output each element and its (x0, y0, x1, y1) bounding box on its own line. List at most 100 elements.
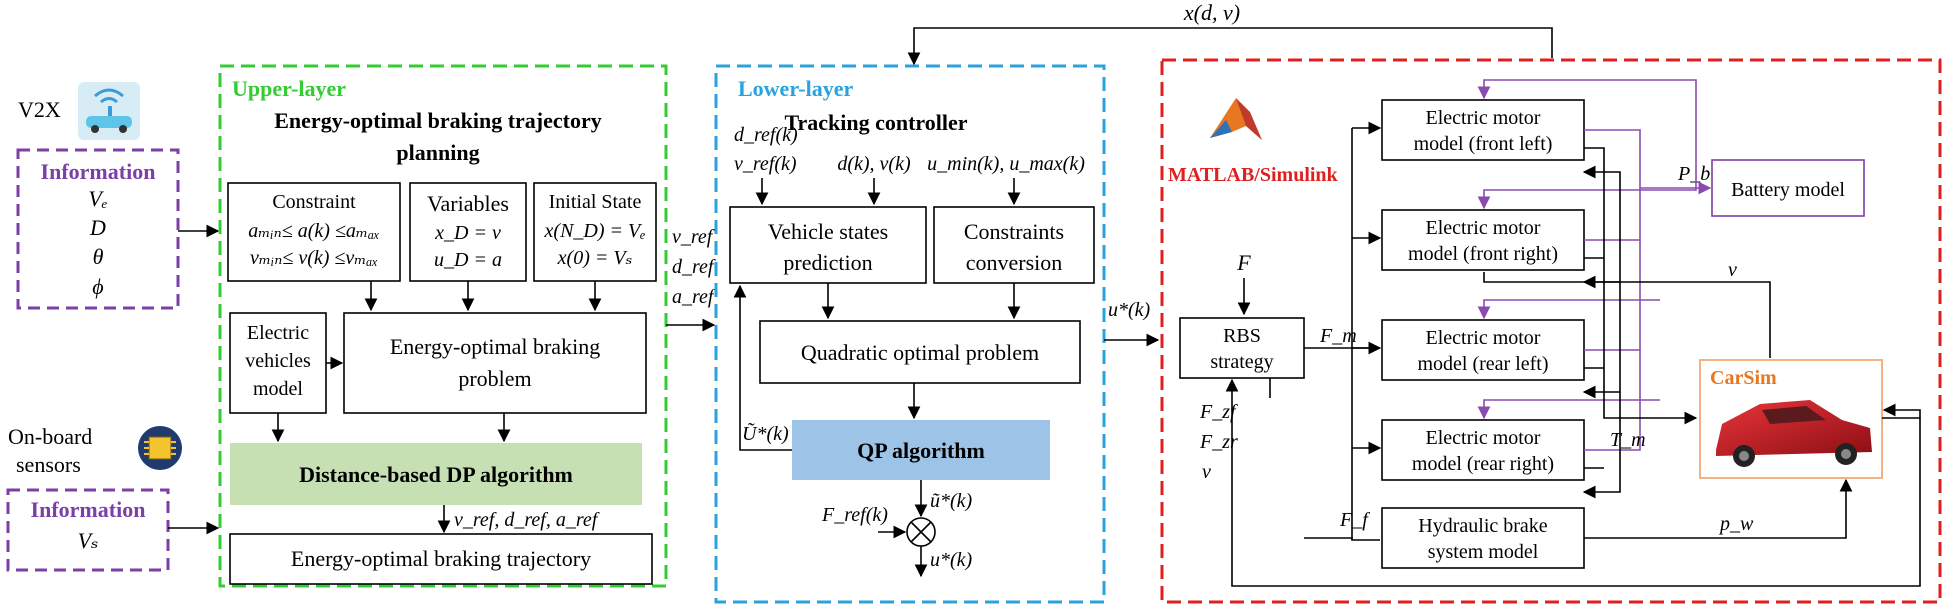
constraints-conversion-l2: conversion (966, 250, 1063, 275)
prediction-box (729, 206, 927, 284)
fzr-label: F_zr (1199, 431, 1238, 453)
battery-model-box (1711, 159, 1865, 217)
car-icon (1716, 400, 1872, 467)
v-output-label: v (1728, 259, 1737, 281)
arrow-qp-feedback-to-prediction (733, 284, 792, 451)
information-box-onboard (6, 488, 170, 572)
lower-in-dref: d_ref(k) (734, 124, 798, 146)
motor-rl-l2: model (rear left) (1417, 353, 1548, 375)
hydraulic-brake-box (1381, 507, 1585, 569)
line-rl-to-battery (1584, 240, 1641, 351)
between-vref: v_ref (672, 226, 715, 248)
line-battery-to-rr (1477, 399, 1660, 420)
line-fr-to-battery (1584, 188, 1641, 241)
info-vs: Vₛ (78, 528, 99, 553)
fzf-label: F_zf (1199, 401, 1238, 423)
initial-state-title: Initial State (549, 191, 642, 213)
plant-frame (1160, 58, 1942, 604)
info-phi: ϕ (92, 274, 103, 299)
hydraulic-l1: Hydraulic brake (1418, 515, 1548, 537)
v-input-label: v (1202, 461, 1211, 483)
upper-layer-frame (218, 64, 668, 588)
qp-algorithm-label: QP algorithm (857, 438, 985, 463)
lower-u-star: u*(k) (930, 549, 973, 571)
ff-label: F_f (1339, 509, 1370, 531)
fm-label: F_m (1319, 325, 1357, 347)
v2x-label: V2X (18, 97, 61, 122)
constraint-speed: vₘᵢₙ≤ v(k) ≤vₘₐₓ (250, 247, 378, 269)
constraint-accel: aₘᵢₙ≤ a(k) ≤aₘₐₓ (248, 220, 379, 242)
lower-in-dv: d(k), v(k) (837, 153, 911, 175)
initial-state-start: x(0) = Vₛ (557, 247, 633, 269)
initial-state-box (533, 182, 657, 282)
braking-problem-l2: problem (458, 366, 531, 391)
ev-model-l1: Electric (247, 322, 309, 344)
trajectory-label: Energy-optimal braking trajectory (291, 546, 591, 571)
dp-refs-label: v_ref, d_ref, a_ref (454, 509, 600, 531)
info-ve: Vₑ (88, 186, 107, 211)
pb-label: P_b (1677, 163, 1710, 185)
line-v-to-fl (1582, 165, 1621, 282)
upper-subtitle-2: planning (396, 140, 479, 165)
pw-label: p_w (1718, 513, 1754, 535)
braking-problem-l1: Energy-optimal braking (390, 334, 600, 359)
variables-title: Variables (427, 191, 509, 216)
ev-model-box (229, 312, 327, 414)
ev-model-l3: model (253, 378, 303, 400)
motor-fl-l2: model (front left) (1414, 133, 1553, 155)
prediction-l2: prediction (783, 250, 872, 275)
motor-rr-l2: model (rear right) (1412, 453, 1554, 475)
qp-algorithm-box (792, 420, 1050, 480)
lower-layer-title: Lower-layer (738, 76, 853, 101)
motor-rl-l1: Electric motor (1426, 327, 1541, 349)
carsim-label: CarSim (1710, 367, 1777, 389)
line-rbs-hydraulic (1269, 378, 1353, 540)
feedback-label: x(d, v) (1183, 0, 1240, 25)
info-theta: θ (93, 244, 104, 269)
line-carsim-feedback-to-rbs (1225, 378, 1921, 587)
constraint-title: Constraint (272, 191, 356, 213)
tm-label: T_m (1610, 429, 1646, 451)
summing-junction-icon (906, 517, 936, 547)
constraint-box (227, 182, 401, 282)
u-star-link-label: u*(k) (1108, 299, 1151, 321)
line-battery-to-fl (1477, 79, 1697, 188)
constraints-conversion-box (933, 206, 1095, 284)
motor-front-right-box (1381, 209, 1585, 271)
line-v-to-rr (1582, 392, 1621, 499)
line-battery-to-fr (1477, 188, 1697, 210)
chip-icon (138, 426, 182, 470)
line-fl-to-battery (1584, 129, 1712, 195)
trajectory-box (229, 533, 653, 585)
line-rr-to-battery (1584, 350, 1641, 451)
motor-fr-l1: Electric motor (1426, 217, 1541, 239)
lower-u-tilde: ũ*(k) (930, 490, 973, 512)
matlab-logo-icon (1210, 98, 1262, 140)
matlab-label: MATLAB/Simulink (1168, 164, 1339, 186)
information-box-v2x (16, 148, 180, 310)
v2x-icon (78, 82, 140, 140)
quadratic-problem-box (759, 320, 1081, 384)
line-v-bus (1483, 272, 1771, 290)
information-title-2: Information (31, 497, 146, 522)
line-v-to-rl (1582, 282, 1621, 399)
motor-rr-l1: Electric motor (1426, 427, 1541, 449)
line-rbs-ff (1304, 537, 1380, 541)
line-pw-to-carsim (1584, 478, 1853, 539)
arrow-state-feedback (907, 27, 1553, 66)
battery-label: Battery model (1731, 179, 1845, 201)
between-aref: a_ref (672, 286, 716, 308)
dp-algorithm-label: Distance-based DP algorithm (299, 462, 573, 487)
motor-fr-l2: model (front right) (1408, 243, 1558, 265)
onboard-label-2: sensors (16, 452, 81, 477)
rbs-strategy-box (1179, 317, 1305, 379)
motor-rear-left-box (1381, 319, 1585, 381)
line-carsim-loop (1882, 403, 1921, 418)
rbs-l1: RBS (1223, 325, 1261, 347)
variables-u: u_D = a (434, 249, 502, 271)
onboard-label-1: On-board (8, 424, 92, 449)
lower-Fref: F_ref(k) (821, 504, 888, 526)
motor-front-left-box (1381, 99, 1585, 161)
hydraulic-l2: system model (1428, 541, 1539, 563)
